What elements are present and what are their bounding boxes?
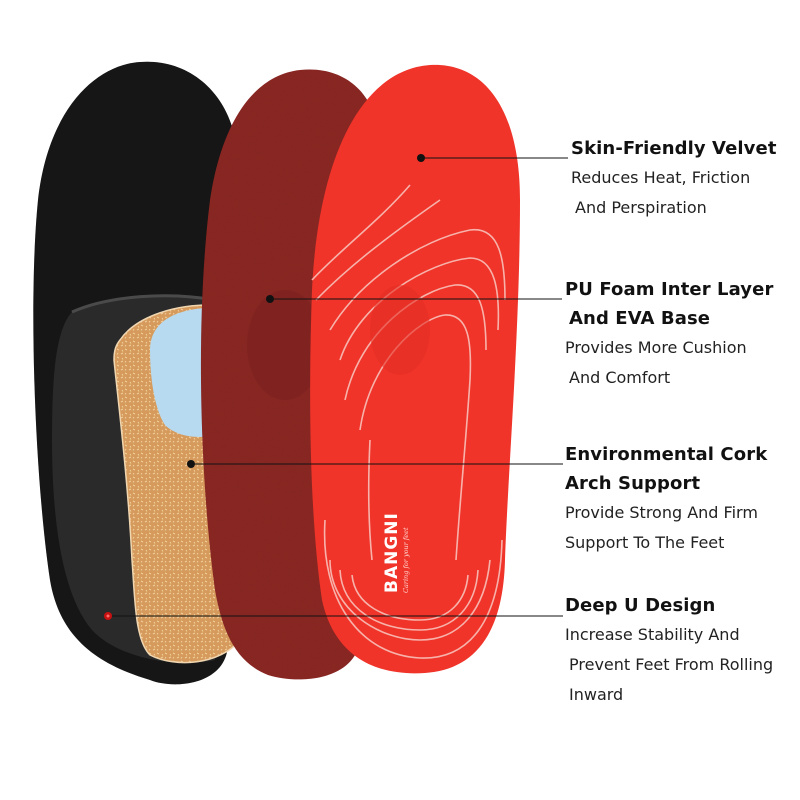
callout-desc: Provides More Cushion (565, 338, 747, 357)
callout-desc: And Comfort (569, 368, 671, 387)
dot-marker-velvet (417, 154, 425, 162)
callout-title: And EVA Base (569, 308, 711, 329)
callout-desc: Inward (569, 685, 624, 704)
callout-pu-foam-layer: PU Foam Inter Layer And EVA Base Provide… (565, 275, 773, 393)
callout-deep-u-design: Deep U Design Increase Stability And Pre… (565, 591, 773, 710)
callout-title: Skin-Friendly Velvet (571, 138, 777, 159)
callout-title: Environmental Cork (565, 444, 768, 465)
callout-cork-arch-support: Environmental Cork Arch Support Provide … (565, 440, 767, 558)
callout-desc: Reduces Heat, Friction (571, 168, 751, 187)
callout-title: PU Foam Inter Layer (565, 279, 774, 300)
callout-title: Deep U Design (565, 595, 716, 616)
callout-desc: Provide Strong And Firm (565, 503, 758, 522)
brand-tagline: Caring for your feet (402, 527, 410, 593)
callout-title: Arch Support (565, 473, 701, 494)
contour-lines (311, 184, 506, 659)
brand-logo: BANGNI (382, 512, 402, 593)
red-velvet-top-layer: BANGNI Caring for your feet (310, 64, 520, 674)
dot-marker-pu-foam (266, 295, 274, 303)
callout-desc: Support To The Feet (565, 533, 725, 552)
dot-marker-cork (187, 460, 195, 468)
callout-skin-friendly-velvet: Skin-Friendly Velvet Reduces Heat, Frict… (571, 134, 777, 223)
callout-dots (104, 154, 425, 620)
callout-desc: And Perspiration (575, 198, 707, 217)
callout-desc: Prevent Feet From Rolling (569, 655, 774, 674)
leader-lines (108, 157, 568, 617)
callout-desc: Increase Stability And (565, 625, 740, 644)
